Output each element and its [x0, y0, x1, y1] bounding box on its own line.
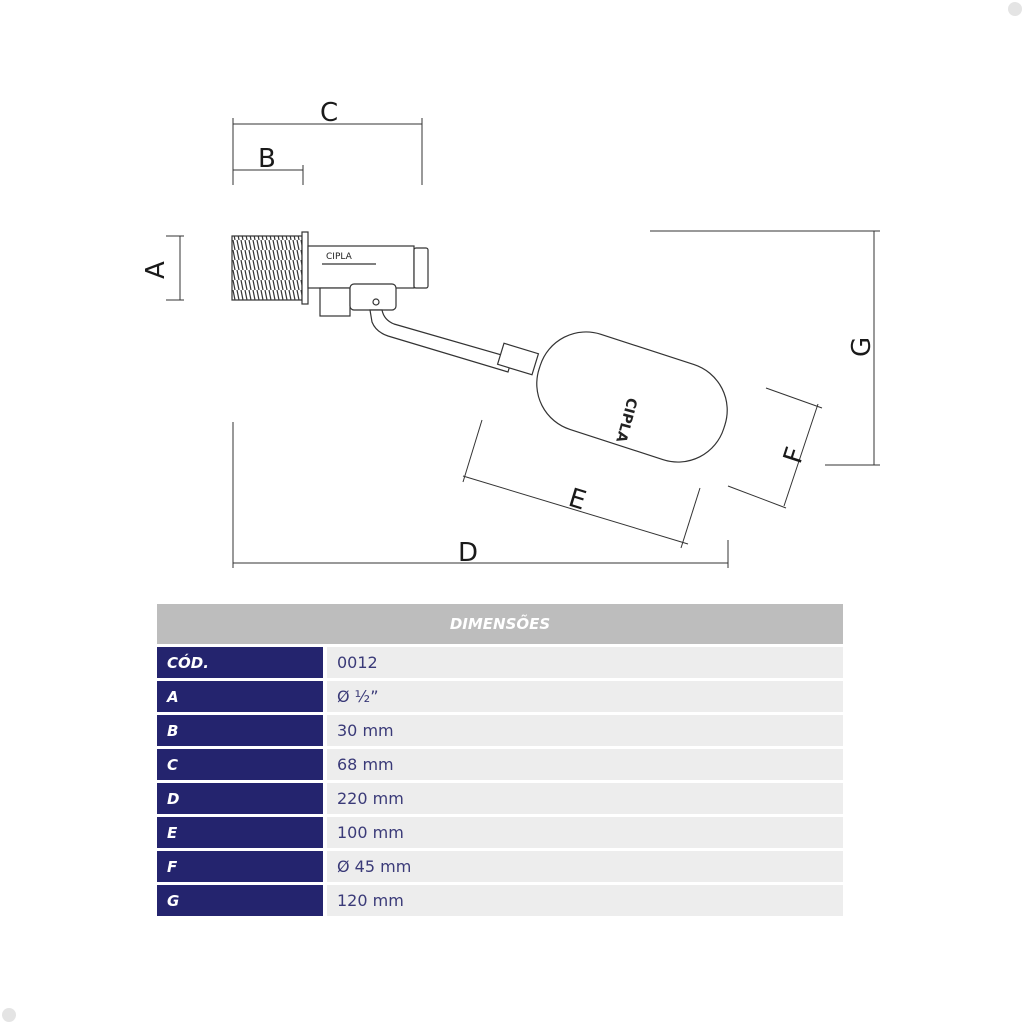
corner-dot-bottom-left — [2, 1008, 16, 1022]
dimension-a-line — [166, 235, 184, 301]
table-header-row: DIMENSÕES — [157, 604, 843, 647]
table-row: E 100 mm — [157, 817, 843, 851]
dimensions-table: DIMENSÕES CÓD. 0012 A Ø ½” B 30 mm C 68 … — [157, 604, 843, 919]
lever-arm — [369, 309, 540, 376]
dimension-f-label: F — [778, 444, 811, 468]
row-key: G — [157, 885, 327, 919]
dimension-f-line — [727, 387, 823, 509]
dimension-d-label: D — [458, 538, 478, 568]
dimension-b-label: B — [258, 144, 276, 174]
row-key: D — [157, 783, 327, 817]
row-key: A — [157, 681, 327, 715]
dimension-e-line — [462, 419, 701, 549]
row-key: F — [157, 851, 327, 885]
row-key: E — [157, 817, 327, 851]
table-row: A Ø ½” — [157, 681, 843, 715]
dimension-a-label: A — [141, 261, 171, 279]
row-value: 68 mm — [327, 749, 843, 783]
table-row: F Ø 45 mm — [157, 851, 843, 885]
float-valve-diagram: CIPLA CIPLA C B A D G E F — [141, 98, 880, 568]
valve-body — [231, 231, 429, 317]
table-row: B 30 mm — [157, 715, 843, 749]
row-value: 220 mm — [327, 783, 843, 817]
table-row: C 68 mm — [157, 749, 843, 783]
row-value: Ø ½” — [327, 681, 843, 715]
float-ball — [536, 331, 728, 463]
corner-dot-top-right — [1008, 2, 1022, 16]
dimension-e-label: E — [565, 483, 589, 516]
dimension-g-line — [650, 230, 880, 466]
valve-brand-label: CIPLA — [326, 252, 353, 262]
row-value: 0012 — [327, 647, 843, 681]
table-title: DIMENSÕES — [157, 604, 843, 647]
row-value: 120 mm — [327, 885, 843, 919]
row-key: B — [157, 715, 327, 749]
dimension-c-line — [232, 118, 423, 185]
dimension-g-label: G — [847, 337, 877, 357]
dimension-d-line — [232, 422, 729, 568]
table-row: D 220 mm — [157, 783, 843, 817]
row-key: C — [157, 749, 327, 783]
dimension-b-line — [233, 165, 304, 185]
row-value: 100 mm — [327, 817, 843, 851]
row-value: Ø 45 mm — [327, 851, 843, 885]
table-row: CÓD. 0012 — [157, 647, 843, 681]
row-value: 30 mm — [327, 715, 843, 749]
dimension-c-label: C — [320, 98, 338, 128]
row-key: CÓD. — [157, 647, 327, 681]
table-row: G 120 mm — [157, 885, 843, 919]
